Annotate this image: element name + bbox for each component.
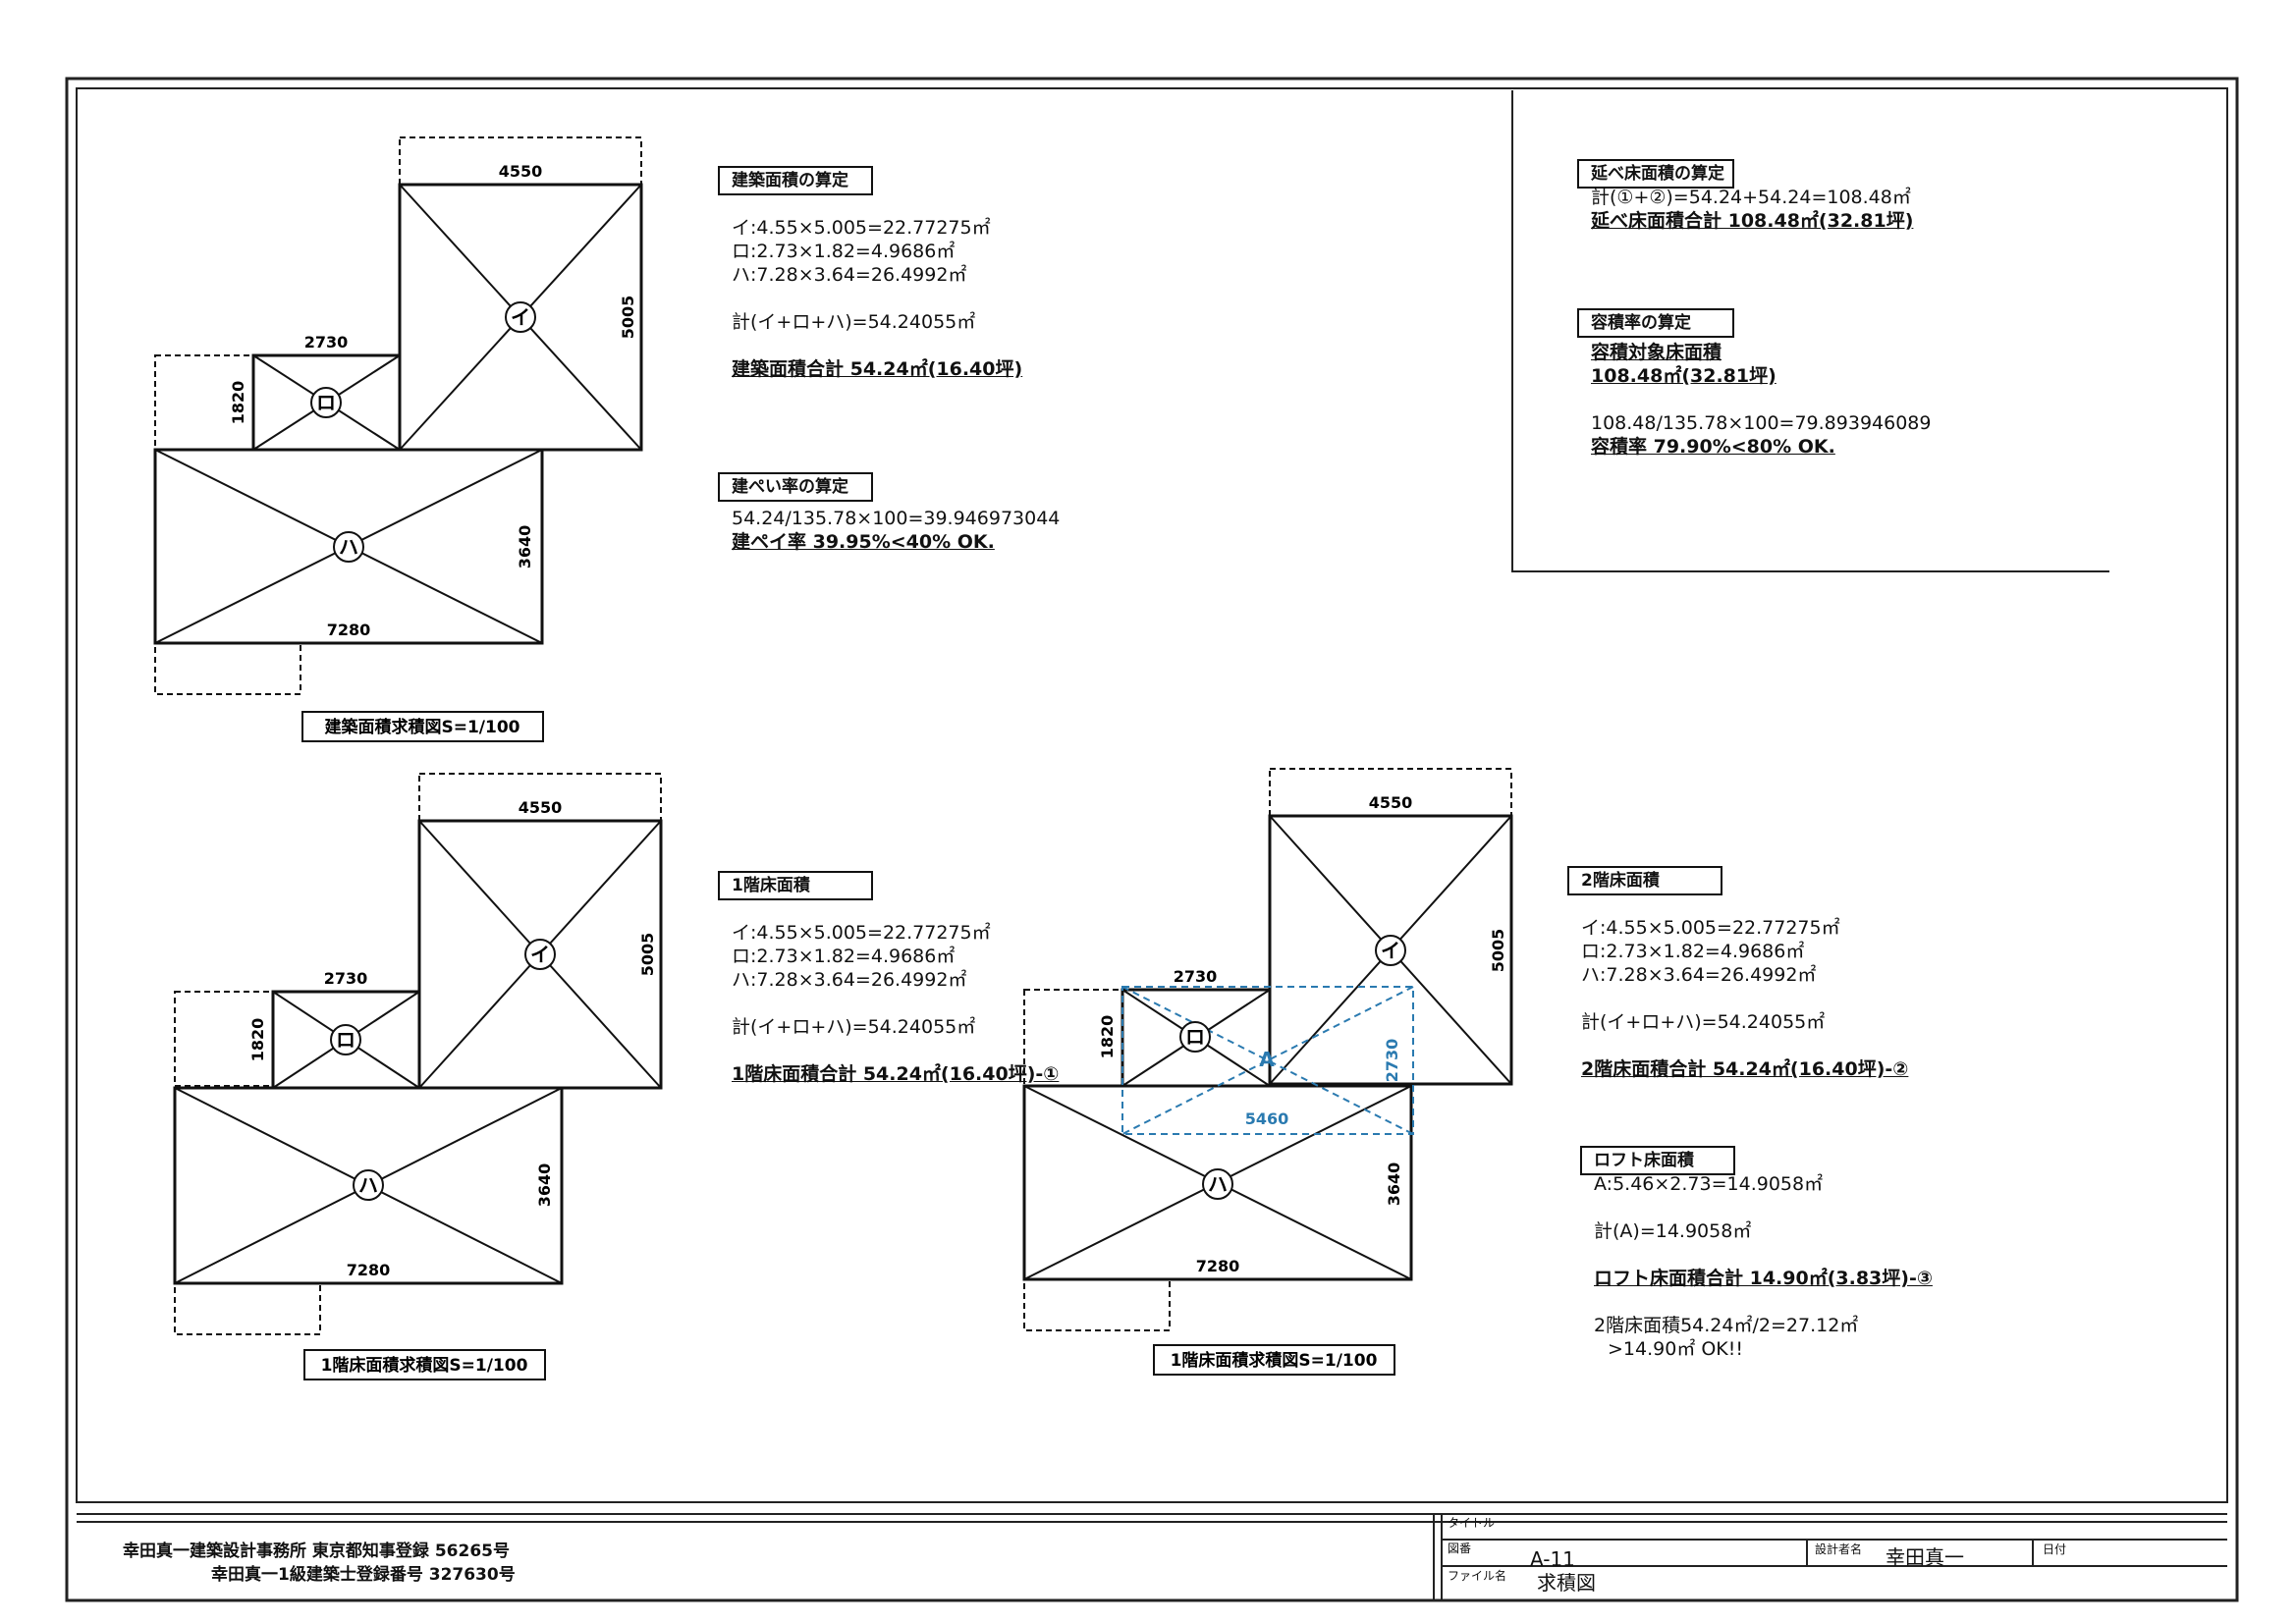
calc-line-ro: ロ:2.73×1.82=4.9686㎡ (732, 241, 956, 262)
label-ha: ハ (358, 1173, 378, 1197)
section-title: 容積率の算定 (1591, 313, 1691, 333)
plan-floor2 (1022, 768, 1513, 1376)
plan-caption: 1階床面積求積図S=1/100 (321, 1355, 528, 1376)
calc-formula: 108.48/135.78×100=79.893946089 (1591, 412, 1932, 434)
calc-line-a: A:5.46×2.73=14.9058㎡ (1594, 1173, 1824, 1195)
calc-line-ha: ハ:7.28×3.64=26.4992㎡ (732, 264, 967, 286)
title-block-lines (77, 1513, 2227, 1600)
calc-target-val: 108.48㎡(32.81坪) (1591, 365, 1777, 387)
dim-7280: 7280 (1196, 1257, 1240, 1275)
plan-floor1-labels: 4550 5005 2730 1820 3640 7280 イ ロ ハ 1階床面… (248, 798, 657, 1376)
calc-total: 1階床面積合計 54.24㎡(16.40坪)-① (732, 1063, 1060, 1085)
calc-sum: 計(イ+ロ+ハ)=54.24055㎡ (1581, 1011, 1826, 1033)
calc-result: 容積率 79.90%<80% OK. (1591, 436, 1835, 458)
file-name: 求積図 (1537, 1571, 1596, 1595)
calc-total: 延べ床面積合計 108.48㎡(32.81坪) (1591, 210, 1914, 232)
inner-border (76, 87, 2228, 1503)
label-ro: ロ (1185, 1025, 1205, 1049)
plan-kenchiku (153, 136, 643, 742)
label-ro: ロ (336, 1028, 355, 1052)
section-title: 建築面積の算定 (732, 171, 848, 190)
dim-1820: 1820 (248, 1018, 267, 1062)
calc-floor2: 2階床面積 イ:4.55×5.005=22.77275㎡ ロ:2.73×1.82… (1581, 869, 1908, 1081)
office-registration: 幸田真一建築設計事務所 東京都知事登録 56265号 (123, 1542, 510, 1561)
dim-1820: 1820 (1098, 1015, 1117, 1059)
calc-formula: 54.24/135.78×100=39.946973044 (732, 508, 1061, 529)
drawing-no: A-11 (1530, 1547, 1575, 1571)
calc-line-i: イ:4.55×5.005=22.77275㎡ (732, 922, 991, 944)
dim-2730: 2730 (1174, 967, 1218, 986)
calc-line-ha: ハ:7.28×3.64=26.4992㎡ (1581, 964, 1817, 986)
label-ha: ハ (339, 535, 358, 559)
date-label: 日付 (2043, 1542, 2067, 1556)
plan-kenchiku-labels: 4550 5005 2730 1820 3640 7280 イ ロ ハ 建築面積… (229, 162, 637, 737)
calc-formula: 計(①+②)=54.24+54.24=108.48㎡ (1591, 187, 1911, 208)
designer-name: 幸田真一 (1886, 1545, 1964, 1569)
plan-floor1 (173, 773, 663, 1380)
label-i: イ (530, 943, 550, 966)
dim-4550: 4550 (1369, 793, 1413, 812)
plan-caption: 1階床面積求積図S=1/100 (1171, 1350, 1378, 1371)
calc-sum: 計(イ+ロ+ハ)=54.24055㎡ (732, 1016, 976, 1038)
calc-title-boxes (718, 159, 1735, 1175)
dim-2730: 2730 (304, 333, 349, 352)
calc-sum: 計(A)=14.9058㎡ (1594, 1220, 1752, 1242)
dim-1820: 1820 (229, 381, 247, 425)
outer-border (65, 77, 2239, 1602)
section-title: 2階床面積 (1581, 871, 1660, 891)
designer-label: 設計者名 (1815, 1542, 1863, 1556)
label-i: イ (511, 305, 530, 329)
section-title: 1階床面積 (732, 876, 810, 895)
calc-line-i: イ:4.55×5.005=22.77275㎡ (732, 217, 991, 239)
dim-3640: 3640 (516, 525, 534, 569)
loft-dim-2730: 2730 (1383, 1039, 1401, 1083)
plan-floor2-labels: 4550 5005 2730 1820 3640 7280 5460 2730 … (1098, 793, 1507, 1371)
calc-nobe: 延べ床面積の算定 計(①+②)=54.24+54.24=108.48㎡ 延べ床面… (1591, 162, 1913, 233)
calc-yoseki: 容積率の算定 容積対象床面積 108.48㎡(32.81坪) 108.48/13… (1591, 311, 1931, 459)
calc-kenpei: 建ぺい率の算定 54.24/135.78×100=39.946973044 建ペ… (732, 475, 1060, 554)
drawing-no-label: 図番 (1448, 1542, 1472, 1555)
title-label: タイトル (1448, 1516, 1496, 1530)
dim-5005: 5005 (638, 933, 657, 977)
dim-7280: 7280 (347, 1261, 391, 1279)
label-ha: ハ (1208, 1172, 1228, 1196)
loft-label-a: A (1259, 1048, 1275, 1071)
calc-total: 2階床面積合計 54.24㎡(16.40坪)-② (1581, 1058, 1909, 1080)
calc-line-ha: ハ:7.28×3.64=26.4992㎡ (732, 969, 967, 991)
calc-frame (1511, 90, 2109, 572)
dim-3640: 3640 (535, 1163, 554, 1208)
calc-sum: 計(イ+ロ+ハ)=54.24055㎡ (732, 311, 976, 333)
file-label: ファイル名 (1448, 1569, 1507, 1583)
calc-total: ロフト床面積合計 14.90㎡(3.83坪)-③ (1594, 1268, 1933, 1289)
dim-2730: 2730 (324, 969, 368, 988)
architect-registration: 幸田真一1級建築士登録番号 327630号 (211, 1565, 516, 1585)
section-title: 延べ床面積の算定 (1591, 164, 1724, 184)
dim-5005: 5005 (1489, 929, 1507, 973)
label-ro: ロ (316, 391, 336, 414)
calc-line-ro: ロ:2.73×1.82=4.9686㎡ (1581, 941, 1805, 962)
loft-dim-5460: 5460 (1245, 1109, 1289, 1128)
calc-kenchiku: 建築面積の算定 イ:4.55×5.005=22.77275㎡ ロ:2.73×1.… (732, 169, 1022, 381)
calc-line-ro: ロ:2.73×1.82=4.9686㎡ (732, 946, 956, 967)
dim-5005: 5005 (619, 296, 637, 340)
calc-target: 容積対象床面積 (1591, 342, 1722, 363)
plan-caption: 建築面積求積図S=1/100 (324, 717, 519, 737)
calc-check-2: >14.90㎡ OK!! (1608, 1338, 1744, 1360)
calc-check-1: 2階床面積54.24㎡/2=27.12㎡ (1594, 1315, 1859, 1336)
section-title: 建ぺい率の算定 (732, 477, 848, 497)
dim-4550: 4550 (499, 162, 543, 181)
label-i: イ (1381, 939, 1400, 962)
section-title: ロフト床面積 (1594, 1151, 1694, 1170)
calc-line-i: イ:4.55×5.005=22.77275㎡ (1581, 917, 1840, 939)
dim-3640: 3640 (1385, 1163, 1403, 1207)
calc-floor1: 1階床面積 イ:4.55×5.005=22.77275㎡ ロ:2.73×1.82… (732, 874, 1059, 1086)
dim-7280: 7280 (327, 621, 371, 639)
dim-4550: 4550 (519, 798, 563, 817)
calc-result: 建ペイ率 39.95%<40% OK. (732, 531, 995, 553)
calc-total: 建築面積合計 54.24㎡(16.40坪) (732, 358, 1023, 380)
calc-loft: ロフト床面積 A:5.46×2.73=14.9058㎡ 計(A)=14.9058… (1594, 1149, 1933, 1361)
